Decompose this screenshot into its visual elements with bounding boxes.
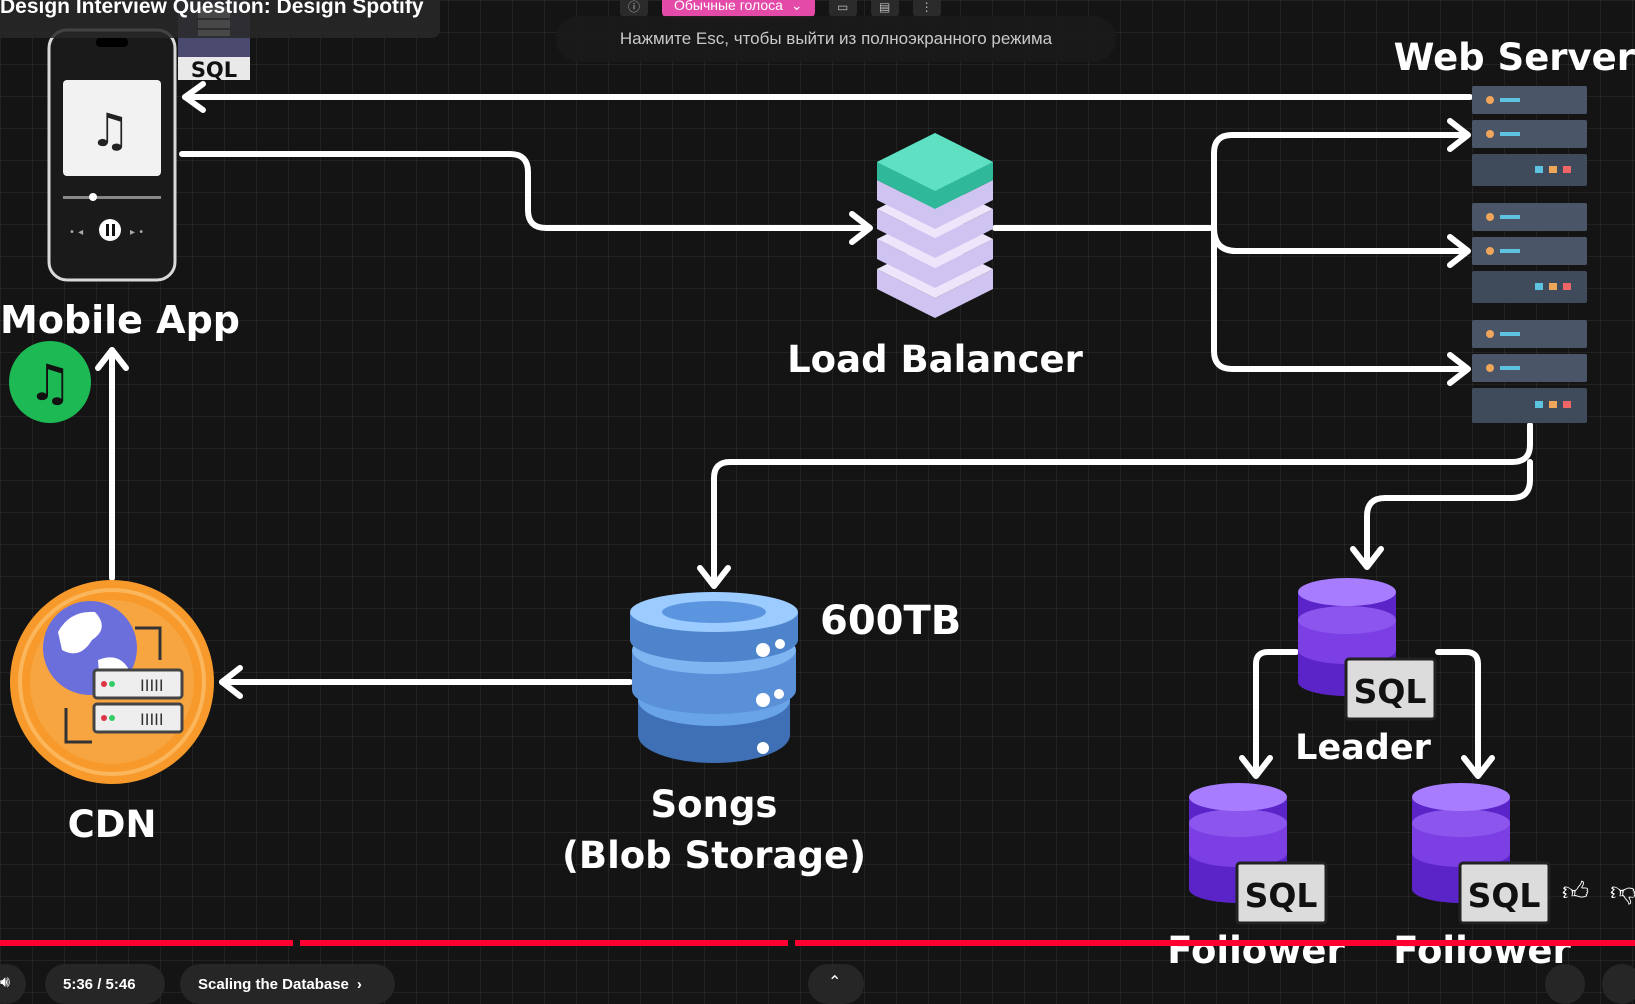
svg-text:IIIII: IIIII	[140, 676, 164, 695]
follower-right-label: Follower	[1393, 929, 1571, 972]
follower-left-label: Follower	[1167, 929, 1345, 972]
load-balancer-label: Load Balancer	[787, 338, 1084, 381]
chevron-down-icon: ⌄	[790, 0, 803, 13]
more-icon[interactable]: ⋮	[912, 0, 941, 18]
web-server-label: Web Server	[1394, 36, 1635, 79]
progress-bar[interactable]	[0, 940, 1635, 946]
arrow-app-to-lb	[179, 151, 871, 231]
app-sql-label: SQL	[191, 58, 237, 82]
voice-select-button[interactable]: Обычные голоса ⌄	[662, 0, 815, 18]
cdn: IIIII IIIII	[10, 580, 214, 784]
load-balancer	[877, 133, 993, 318]
progress-segment-2[interactable]	[300, 940, 788, 946]
arrow-server-to-blob	[711, 422, 1533, 588]
web-server-2	[1472, 203, 1587, 303]
arrow-leader-to-follower-right	[1435, 649, 1481, 778]
web-server-rack	[1472, 86, 1587, 423]
video-title: Design Interview Question: Design Spotif…	[0, 0, 440, 38]
chapter-title: Scaling the Database	[198, 976, 349, 993]
chevron-up-icon: ⌃	[828, 972, 842, 991]
leader-sql-label: SQL	[1354, 672, 1427, 711]
time-display: 5:36 / 5:46	[45, 964, 165, 1004]
thumbs-up-icon[interactable]: 👍︎	[1562, 877, 1590, 907]
autoplay-toggle[interactable]	[1545, 964, 1585, 1004]
web-server-3	[1472, 320, 1587, 423]
svg-text:IIIII: IIIII	[140, 710, 164, 729]
subtitles-icon[interactable]: ▤	[870, 0, 899, 18]
chevron-right-icon: ›	[356, 976, 362, 993]
mobile-app-label: Mobile App	[0, 298, 240, 342]
progress-segment-1[interactable]	[0, 940, 293, 946]
voice-select-label: Обычные голоса	[674, 0, 783, 13]
expand-button[interactable]: ⌃	[808, 964, 864, 1004]
leader-label: Leader	[1295, 728, 1431, 768]
cdn-label: CDN	[68, 803, 157, 846]
top-toolbar: ⓘ Обычные голоса ⌄ ▭ ▤ ⋮	[620, 0, 1050, 18]
volume-icon: 🔊︎	[0, 972, 11, 991]
web-server-1	[1472, 86, 1587, 186]
arrow-leader-to-follower-left	[1253, 649, 1299, 778]
svg-text:♫: ♫	[28, 354, 73, 412]
time-text: 5:36 / 5:46	[63, 976, 136, 993]
arrow-server-to-db	[1364, 459, 1533, 568]
songs-label: Songs	[651, 783, 778, 826]
progress-segment-3[interactable]	[795, 940, 1635, 946]
sql-follower-left: SQL	[1189, 783, 1328, 925]
follower-left-sql-label: SQL	[1245, 876, 1318, 915]
follower-right-sql-label: SQL	[1468, 876, 1541, 915]
spotify-icon: ♫	[9, 341, 91, 423]
svg-text:• ◂: • ◂	[69, 227, 83, 238]
svg-text:▸ •: ▸ •	[130, 227, 144, 238]
chapter-button[interactable]: Scaling the Database ›	[180, 964, 395, 1004]
miniplayer-button[interactable]	[1602, 964, 1635, 1004]
music-note-icon: ♫	[89, 103, 130, 157]
blob-storage	[630, 592, 798, 763]
sql-follower-right: SQL	[1412, 783, 1551, 925]
arrows	[95, 81, 1533, 779]
storage-size-label: 600TB	[820, 598, 961, 644]
info-icon[interactable]: ⓘ	[620, 0, 648, 18]
fullscreen-hint: Нажмите Esc, чтобы выйти из полноэкранно…	[556, 16, 1116, 62]
chat-icon[interactable]: ▭	[828, 0, 857, 18]
sql-leader: SQL	[1298, 578, 1437, 721]
thumbs-down-icon[interactable]: 👎︎	[1610, 877, 1635, 907]
mobile-app: ♫ • ◂ ▸ •	[47, 28, 177, 282]
blob-storage-label: (Blob Storage)	[562, 834, 866, 877]
